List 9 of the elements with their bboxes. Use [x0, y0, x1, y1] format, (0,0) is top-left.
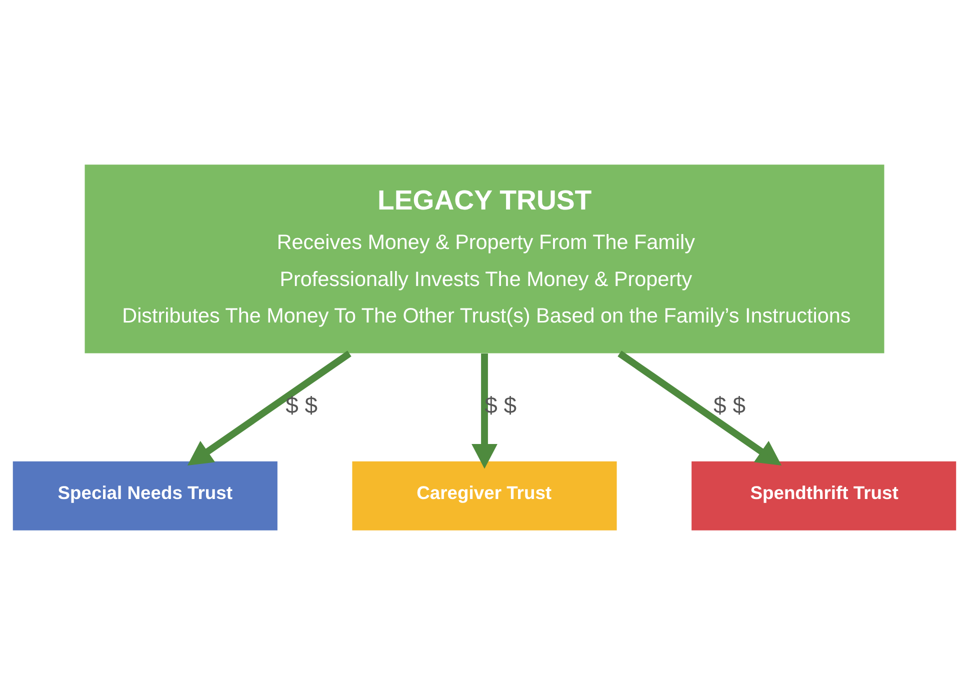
node-box: Special Needs Trust	[12, 460, 278, 530]
edge-label: $ $	[714, 392, 746, 418]
node-box: Spendthrift Trust	[692, 460, 956, 530]
arrow	[187, 350, 352, 466]
arrow	[618, 350, 782, 466]
node-box: Caregiver Trust	[352, 460, 617, 530]
node-box: LEGACY TRUST Receives Money & Property From The Family Professionally Invests The Money & Property Distributes The Money To The Other Trust(s) Based on the Family’s Instructions	[84, 164, 884, 353]
edge-label: $ $	[286, 392, 318, 418]
arrow	[472, 353, 498, 468]
